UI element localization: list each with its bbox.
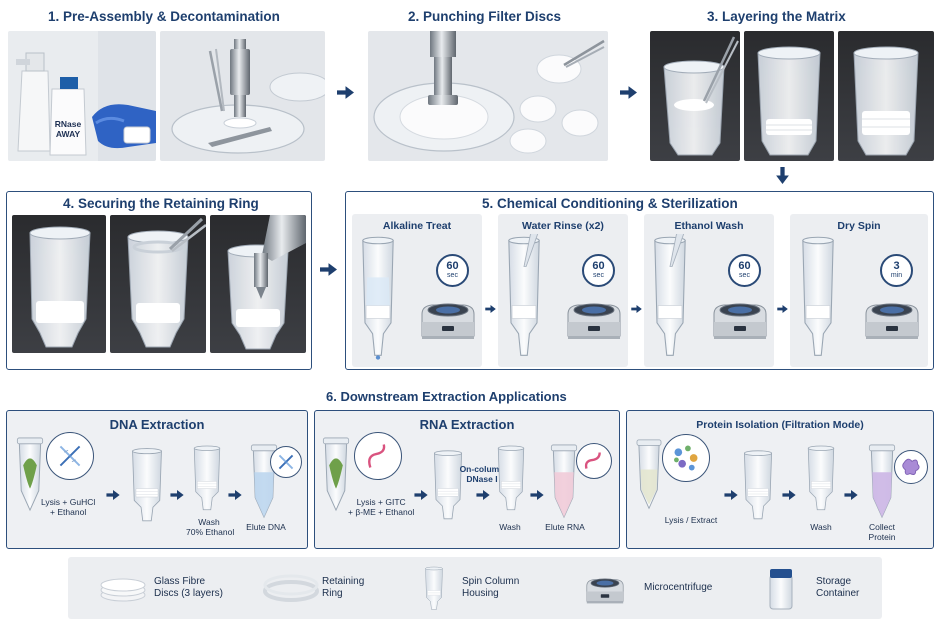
microcentrifuge-icon: [418, 292, 478, 342]
arrow-right-icon: [414, 490, 428, 500]
retaining-ring-photo-1: [12, 215, 106, 353]
storage-container-icon: [769, 569, 793, 610]
step6-title: 6. Downstream Extraction Applications: [326, 389, 567, 404]
spin-column-icon: [192, 443, 222, 515]
decontamination-spray-photo: RNase AWAY: [8, 31, 156, 161]
step4-title: 4. Securing the Retaining Ring: [63, 196, 259, 211]
microcentrifuge-icon: [584, 569, 626, 607]
tools-petri-dish-photo: [160, 31, 325, 161]
arrow-right-icon: [631, 305, 642, 313]
spin-column-icon: [654, 234, 686, 356]
dna-helix-icon: [270, 446, 302, 478]
lysis-tube-icon: [320, 436, 352, 514]
punching-discs-photo: [368, 31, 608, 161]
step5-title: 5. Chemical Conditioning & Sterilization: [482, 196, 738, 211]
arrow-right-icon: [485, 305, 496, 313]
substep-label: Ethanol Wash: [674, 220, 744, 232]
arrow-right-icon: [320, 263, 337, 276]
substep-label: Alkaline Treat: [382, 220, 452, 232]
rna-wash-label: Wash: [499, 522, 521, 532]
bottle-label-line1: RNase: [55, 119, 82, 129]
glass-fibre-discs-icon: [100, 578, 146, 602]
dna-elute-label: Elute DNA: [246, 522, 286, 532]
arrow-right-icon: [724, 490, 738, 500]
retaining-ring-photo-3: [210, 215, 306, 353]
spin-column-icon: [362, 236, 394, 360]
arrow-down-icon: [776, 167, 789, 184]
layering-photo-1: [650, 31, 740, 161]
layering-photo-3: [838, 31, 934, 161]
lysis-tube-icon: [14, 436, 46, 514]
protein-structure-icon: [894, 450, 928, 484]
arrow-right-icon: [228, 490, 242, 500]
dna-lysis-label: Lysis + GuHCl+ Ethanol: [41, 497, 96, 517]
spin-column-icon: [432, 443, 464, 529]
arrow-right-icon: [337, 86, 354, 99]
arrow-right-icon: [170, 490, 184, 500]
protein-lysis-label: Lysis / Extract: [664, 515, 718, 525]
layering-photo-2: [744, 31, 834, 161]
substep-label: Dry Spin: [837, 220, 881, 232]
dna-extraction-title: DNA Extraction: [109, 417, 205, 432]
step4-box: 4. Securing the Retaining Ring: [6, 191, 312, 370]
spin-column-icon: [742, 443, 774, 529]
spin-column-icon: [496, 443, 526, 515]
arrow-right-icon: [530, 490, 544, 500]
retaining-ring-photo-2: [110, 215, 206, 353]
eluate-tube-icon: [548, 443, 580, 521]
eluate-tube-icon: [248, 443, 280, 521]
eluate-tube-icon: [866, 443, 898, 521]
microcentrifuge-icon: [862, 292, 922, 342]
arrow-right-icon: [620, 86, 637, 99]
spin-column-icon: [508, 234, 540, 356]
microcentrifuge-icon: [710, 292, 770, 342]
lysis-tube-icon: [634, 438, 664, 512]
dna-helix-icon: [46, 432, 94, 480]
bottle-label-line2: AWAY: [56, 129, 81, 139]
spin-column-icon: [130, 443, 164, 529]
microcentrifuge-icon: [564, 292, 624, 342]
spin-column-icon: [802, 236, 834, 356]
spin-column-housing-icon: [424, 565, 444, 613]
retaining-ring-icon: [263, 574, 319, 602]
protein-wash-label: Wash: [810, 522, 832, 532]
rna-strand-icon: [354, 432, 402, 480]
rna-strand-icon: [576, 443, 612, 479]
arrow-right-icon: [782, 490, 796, 500]
substep-label: Water Rinse (x2): [522, 220, 604, 232]
step5-box: 5. Chemical Conditioning & Sterilization: [345, 191, 934, 370]
step1-title: 1. Pre-Assembly & Decontamination: [48, 9, 280, 24]
rna-lysis-label: Lysis + GITC+ β-ME + Ethanol: [348, 497, 415, 517]
legend-label-microcentrifuge: Microcentrifuge: [644, 582, 713, 593]
step2-title: 2. Punching Filter Discs: [408, 9, 562, 24]
rna-elute-label: Elute RNA: [545, 522, 585, 532]
step3-title: 3. Layering the Matrix: [707, 9, 846, 24]
protein-molecules-icon: [662, 434, 710, 482]
arrow-right-icon: [844, 490, 858, 500]
rna-extraction-title: RNA Extraction: [419, 417, 515, 432]
spin-column-icon: [806, 443, 836, 515]
arrow-right-icon: [777, 305, 788, 313]
protein-isolation-title: Protein Isolation (Filtration Mode): [696, 419, 864, 431]
arrow-right-icon: [106, 490, 120, 500]
arrow-right-icon: [476, 490, 490, 500]
